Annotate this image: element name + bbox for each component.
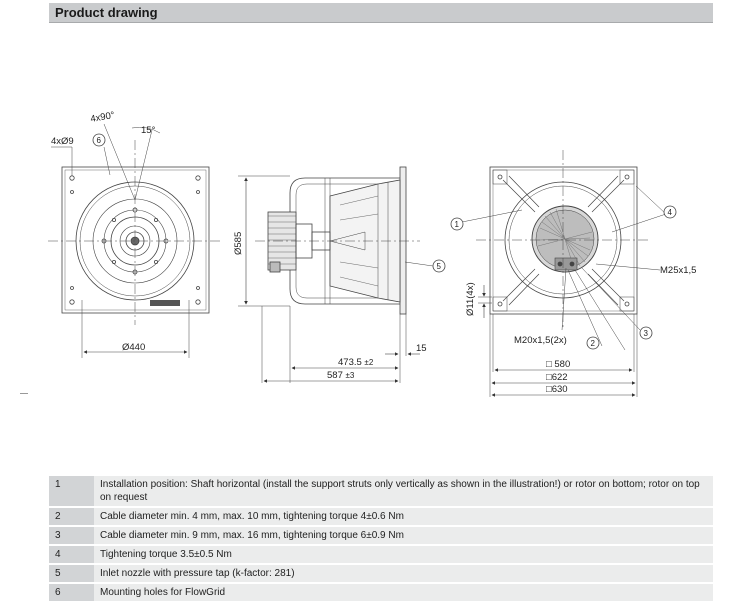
angle-15-label: 15° [141, 125, 156, 136]
legend-text: Mounting holes for FlowGrid [94, 583, 713, 602]
legend-text: Tightening torque 3.5±0.5 Nm [94, 545, 713, 564]
side-view-labels: Ø585 5 473.5 ±2 587 ±3 15 [233, 232, 446, 381]
margin-mark [20, 393, 28, 394]
callout-3: 3 [644, 329, 649, 338]
product-drawing: 6 4xØ9 4x90° 15° Ø440 [48, 110, 696, 397]
legend-text: Cable diameter min. 4 mm, max. 10 mm, ti… [94, 507, 713, 526]
legend-row: 1 Installation position: Shaft horizonta… [49, 476, 713, 507]
callout-2: 2 [591, 339, 596, 348]
dim-630-label: □630 [546, 384, 568, 395]
legend-text: Inlet nozzle with pressure tap (k-factor… [94, 564, 713, 583]
legend-row: 6 Mounting holes for FlowGrid [49, 583, 713, 602]
hole-label: 4xØ9 [51, 136, 74, 147]
legend-row: 3 Cable diameter min. 9 mm, max. 16 mm, … [49, 526, 713, 545]
dia-585-label: Ø585 [233, 232, 244, 255]
section-title: Product drawing [55, 5, 158, 20]
legend-row: 4 Tightening torque 3.5±0.5 Nm [49, 545, 713, 564]
m20-label: M20x1,5(2x) [514, 335, 567, 346]
callout-6-circle [92, 133, 106, 147]
callout-1-circle [450, 217, 464, 231]
dim-587-label: 587 ±3 [327, 370, 355, 381]
legend-num: 6 [49, 583, 94, 602]
legend-num: 5 [49, 564, 94, 583]
d11-label: Ø11(4x) [465, 282, 476, 316]
dim-473-label: 473.5 ±2 [338, 357, 374, 368]
dim-15-label: 15 [416, 343, 427, 354]
callout-5: 5 [437, 262, 442, 271]
callout-2-circle [586, 336, 600, 350]
front-view [48, 123, 222, 358]
angle-label: 4x90° [90, 110, 116, 125]
side-view [238, 166, 434, 383]
legend-row: 5 Inlet nozzle with pressure tap (k-fact… [49, 564, 713, 583]
callout-4: 4 [668, 208, 673, 217]
callout-1: 1 [455, 220, 460, 229]
legend-table: 1 Installation position: Shaft horizonta… [49, 476, 713, 603]
dim-580-label: □ 580 [546, 359, 570, 370]
legend-num: 1 [49, 476, 94, 507]
callout-4-circle [663, 205, 677, 219]
legend-num: 2 [49, 507, 94, 526]
callout-3-circle [639, 326, 653, 340]
callout-6: 6 [97, 136, 102, 145]
legend-num: 3 [49, 526, 94, 545]
legend-text: Installation position: Shaft horizontal … [94, 476, 713, 507]
section-header: Product drawing [49, 3, 713, 23]
dim-622-label: □622 [546, 372, 568, 383]
legend-num: 4 [49, 545, 94, 564]
rear-view [461, 150, 667, 397]
callout-5-circle [432, 259, 446, 273]
dia-440-label: Ø440 [122, 342, 145, 353]
front-view-labels: 6 4xØ9 4x90° 15° Ø440 [51, 110, 156, 353]
legend-text: Cable diameter min. 9 mm, max. 16 mm, ti… [94, 526, 713, 545]
rear-view-labels: 1 4 2 3 M25x1,5 M20x1,5(2x) Ø11(4x) □ 58… [450, 205, 696, 395]
m25-label: M25x1,5 [660, 265, 696, 276]
legend-row: 2 Cable diameter min. 4 mm, max. 10 mm, … [49, 507, 713, 526]
